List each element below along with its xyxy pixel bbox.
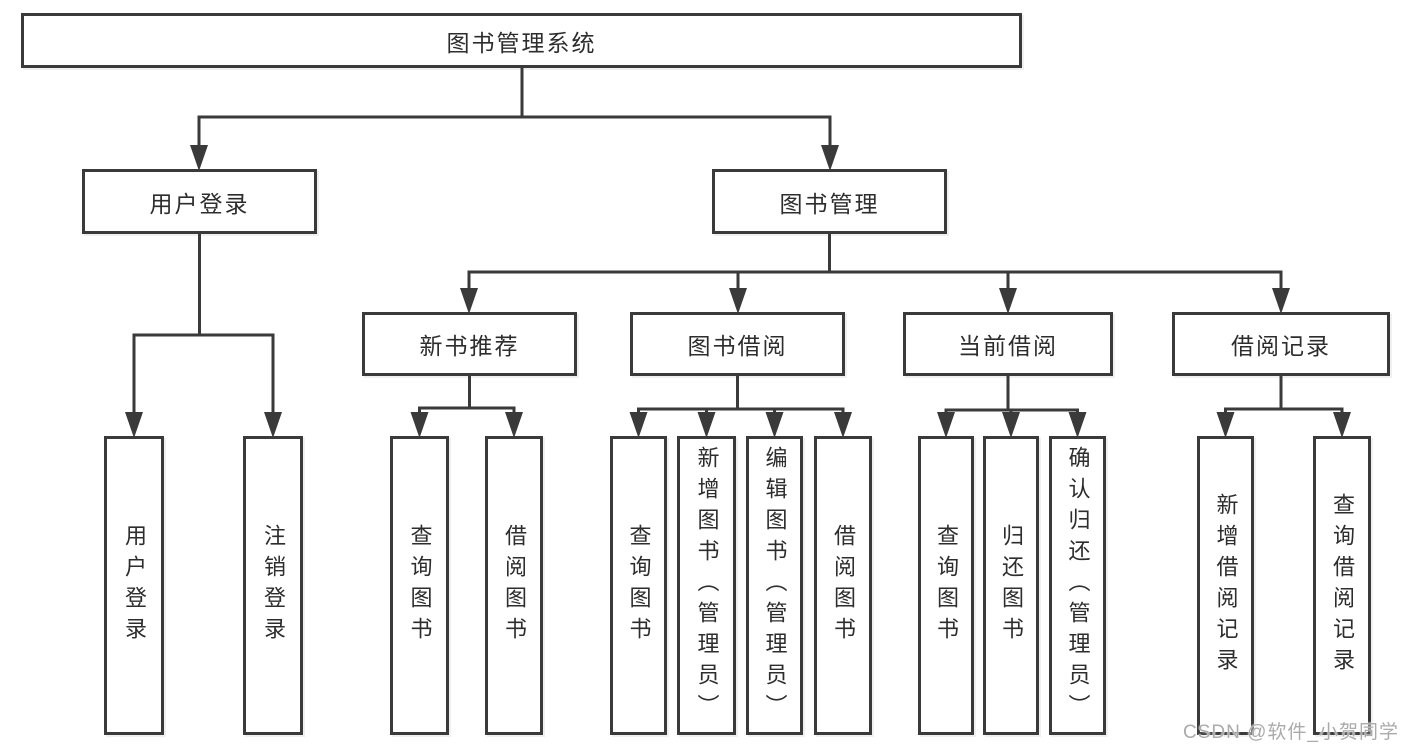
leaf-confirm-return-admin-label: 确认归还（管理员） [1065,446,1091,725]
node-book-borrowing-label: 图书借阅 [687,333,788,359]
leaf-add-borrow-record: 新增借阅记录 [1197,436,1254,735]
leaf-edit-books-admin: 编辑图书（管理员） [746,436,803,735]
leaf-add-borrow-record-label: 新增借阅记录 [1213,492,1239,679]
leaf-query-borrow-record-label: 查询借阅记录 [1330,492,1355,679]
leaf-query-books-current: 查询图书 [918,436,974,735]
leaf-query-books-borrowing: 查询图书 [610,436,667,735]
leaf-query-books-recommend: 查询图书 [390,436,449,735]
node-new-book-recommend-label: 新书推荐 [419,333,520,359]
leaf-logout: 注销登录 [243,436,303,735]
leaf-add-books-admin: 新增图书（管理员） [677,436,736,735]
node-user-login-label: 用户登录 [149,190,250,217]
watermark: CSDN @软件_小贺同学 [1183,722,1399,743]
leaf-logout-label: 注销登录 [261,523,286,648]
leaf-borrow-books: 借阅图书 [814,436,872,735]
leaf-query-books-recommend-label: 查询图书 [407,523,433,648]
leaf-borrow-books-recommend-label: 借阅图书 [502,523,527,648]
node-new-book-recommend: 新书推荐 [362,312,577,376]
node-book-management-label: 图书管理 [779,190,880,217]
node-book-management: 图书管理 [712,169,947,234]
leaf-query-books-borrowing-label: 查询图书 [626,523,652,648]
node-current-borrowing: 当前借阅 [903,312,1113,376]
leaf-return-books: 归还图书 [983,436,1039,735]
leaf-borrow-books-label: 借阅图书 [831,523,856,648]
leaf-query-borrow-record: 查询借阅记录 [1313,436,1371,735]
leaf-edit-books-admin-label: 编辑图书（管理员） [762,446,788,725]
node-current-borrowing-label: 当前借阅 [958,333,1058,359]
leaf-query-books-current-label: 查询图书 [934,523,959,648]
leaf-user-login-label: 用户登录 [122,523,147,648]
leaf-return-books-label: 归还图书 [999,523,1024,648]
node-root-label: 图书管理系统 [446,29,597,56]
node-user-login: 用户登录 [82,169,317,234]
leaf-user-login: 用户登录 [104,436,164,735]
leaf-borrow-books-recommend: 借阅图书 [485,436,543,735]
node-borrow-records: 借阅记录 [1172,312,1390,376]
node-root: 图书管理系统 [21,13,1022,68]
node-book-borrowing: 图书借阅 [630,312,845,376]
leaf-confirm-return-admin: 确认归还（管理员） [1049,436,1106,735]
node-borrow-records-label: 借阅记录 [1231,333,1331,359]
leaf-add-books-admin-label: 新增图书（管理员） [694,446,720,725]
